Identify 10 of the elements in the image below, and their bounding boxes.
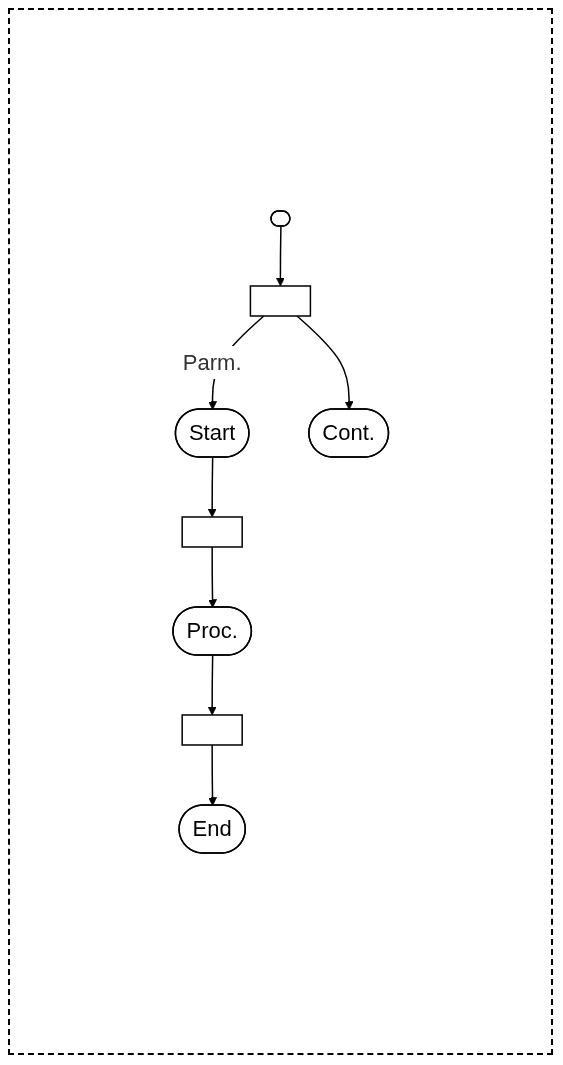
- arrow: [207, 545, 217, 608]
- node-box: [181, 515, 243, 548]
- arrow: [207, 456, 217, 517]
- dashed-frame: Parm. Start Cont. Proc. End: [8, 8, 553, 1055]
- arrow: [275, 225, 285, 286]
- node-box: [249, 284, 311, 317]
- arrow: [207, 743, 217, 806]
- arrow: [207, 654, 217, 715]
- arrow: [296, 314, 354, 410]
- node-box: [181, 713, 243, 746]
